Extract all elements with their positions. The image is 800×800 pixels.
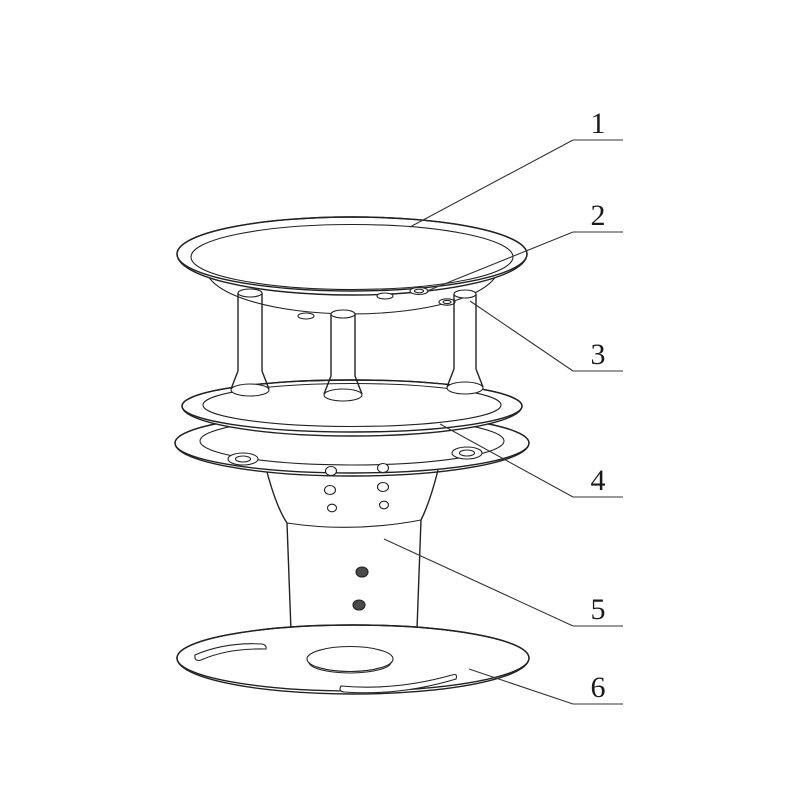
vent-hole [324, 465, 338, 477]
column-flare [446, 368, 455, 388]
callout-4: 4 [439, 423, 623, 498]
upper-plate-rim [202, 382, 502, 428]
vent-hole [323, 484, 337, 496]
callout-label-2: 2 [591, 199, 606, 232]
callouts: 1 2 3 4 5 [383, 107, 623, 705]
sensor-body [266, 462, 439, 632]
column-flare [230, 370, 239, 390]
column-flare [354, 375, 363, 395]
reflector-plates [174, 379, 530, 477]
plate-hole-inner [442, 299, 452, 305]
flange-slot-bottom [339, 673, 458, 694]
plate-hole [438, 298, 456, 306]
screw-hole [409, 286, 429, 296]
body-left-profile [266, 471, 292, 632]
top-cap-silhouette [176, 216, 528, 296]
callout-label-1: 1 [591, 107, 606, 140]
mounting-flange [176, 624, 530, 695]
callout-6: 6 [468, 668, 623, 705]
column-flare [261, 370, 270, 390]
leader-line [468, 668, 574, 705]
column-base [230, 383, 270, 397]
column-top [330, 309, 356, 319]
screw-hole-inner [413, 288, 425, 294]
top-plate-holes [297, 286, 456, 320]
vent-hole [376, 481, 390, 493]
column-top [237, 288, 263, 298]
flange-slot-left [194, 643, 267, 661]
leader-line [383, 538, 574, 627]
flange-center-hole-depth [308, 661, 392, 674]
leader-line [469, 300, 574, 372]
callout-label-5: 5 [591, 593, 606, 626]
callout-label-6: 6 [591, 671, 606, 704]
callout-1: 1 [409, 107, 623, 228]
cable-hole [355, 566, 369, 578]
upper-plate-edge [181, 379, 523, 433]
vent-hole [326, 503, 338, 513]
column-top [453, 289, 477, 299]
flange-center-hole [306, 645, 394, 673]
callout-5: 5 [383, 538, 623, 627]
cable-hole [352, 599, 366, 611]
top-cap-surface-edge [176, 216, 528, 292]
leader-line [409, 139, 574, 228]
plate-hole [376, 292, 394, 300]
top-cap-rim [190, 223, 514, 291]
callout-label-4: 4 [591, 464, 606, 497]
screw-boss-left-inner [234, 455, 252, 463]
screw-boss-right-inner [458, 449, 476, 457]
callout-3: 3 [469, 300, 623, 372]
support-column-right [446, 289, 484, 395]
plate-hole [297, 312, 315, 320]
leader-line [439, 423, 574, 498]
column-base [446, 381, 484, 395]
callout-2: 2 [426, 199, 623, 292]
column-flare [475, 368, 484, 388]
vent-hole [378, 500, 390, 510]
callout-label-3: 3 [591, 338, 606, 371]
vent-hole [376, 462, 390, 474]
column-base [323, 388, 363, 402]
column-flare [323, 375, 332, 395]
support-column-left [230, 288, 270, 397]
support-column-middle [323, 309, 363, 402]
top-cap [176, 216, 528, 296]
screw-boss-left [227, 452, 259, 466]
body-shoulder-seam [286, 519, 422, 528]
leader-line [426, 231, 574, 292]
support-columns [230, 288, 484, 402]
body-right-profile [416, 469, 439, 630]
screw-boss-right [451, 446, 483, 460]
